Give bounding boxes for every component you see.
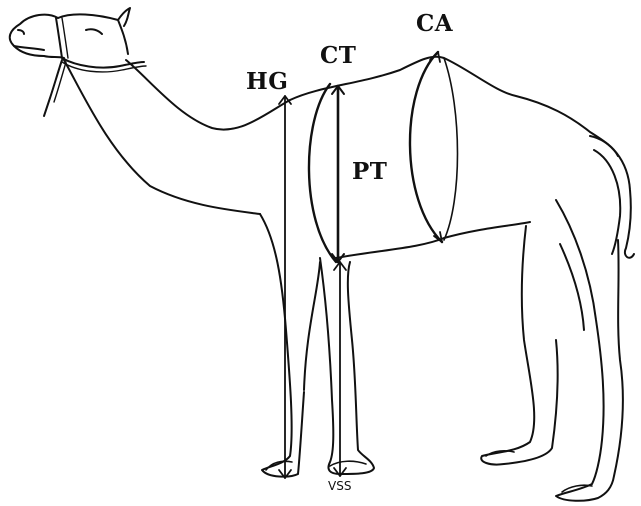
camel-neck-bottom [64,60,260,214]
front-leg-left-back [304,262,320,390]
halter-nose-band [56,18,62,58]
hind-leg-back [556,200,623,501]
camel-head-top [58,14,128,54]
label-vss: VSS [328,480,351,492]
label-pt: PT [352,160,387,183]
front-hoof-right [330,461,366,466]
camel-tail [590,136,634,258]
halter-lead [44,60,62,116]
label-hg: HG [246,70,288,93]
hind-hoof-front [486,451,514,456]
label-ct: CT [320,44,356,67]
label-ca: CA [416,12,453,35]
hind-leg-front [481,226,557,465]
ca-abdominal-girth-back [444,58,458,240]
halter-nose-band-2 [62,18,68,58]
camel-eye [86,29,102,34]
camel-belly [336,222,530,258]
hind-leg-back-inner [560,244,584,330]
front-leg-right [320,258,374,474]
ct-chest-girth [309,84,336,262]
camel-nostril [18,30,24,34]
camel-tail-inner [594,150,620,254]
front-leg-left [260,214,304,477]
ca-abdominal-girth [410,52,442,242]
